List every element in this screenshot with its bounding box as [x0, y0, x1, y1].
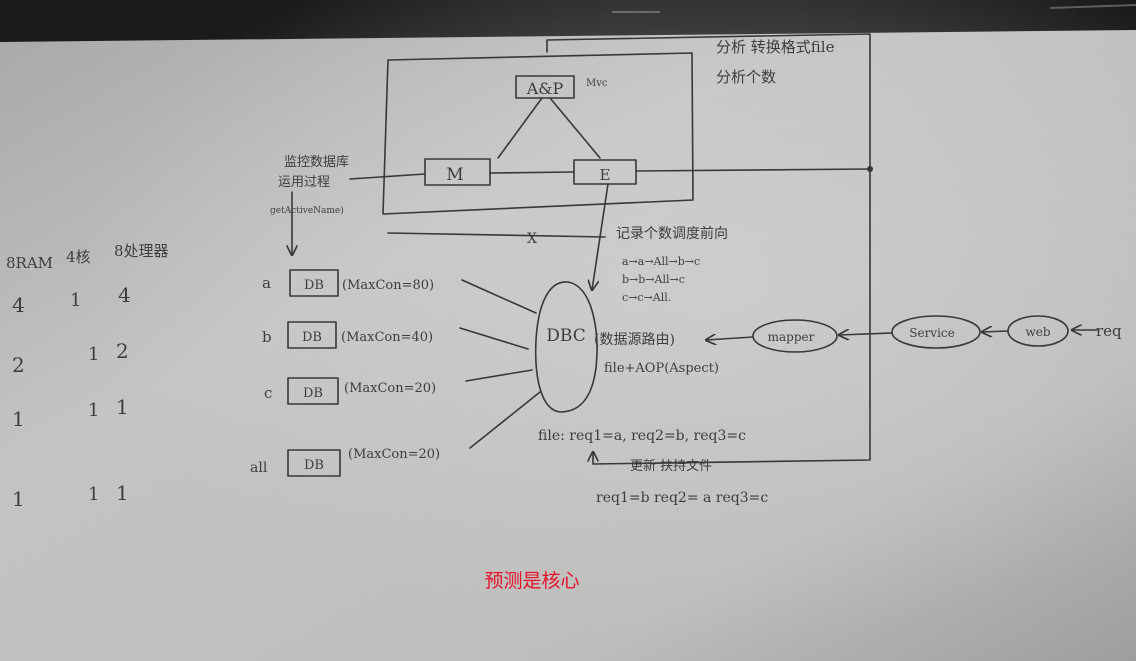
file-mapping-line: file: req1=a, req2=b, req3=c — [538, 428, 746, 444]
monitor-note-call: getActiveName) — [270, 205, 344, 216]
table-header-cores: 4核 — [66, 248, 91, 266]
table-row4-col1: 1 — [12, 487, 25, 511]
database-a-conn: (MaxCon=80) — [342, 278, 434, 293]
database-a-label: DB — [304, 278, 324, 293]
routing-note: 记录个数调度前向 — [616, 225, 728, 242]
database-b-conn: (MaxCon=40) — [341, 330, 433, 345]
table-row4-col3: 1 — [116, 481, 129, 505]
node-e-label: E — [600, 166, 611, 184]
top-right-note-line1: 分析 转换格式file — [716, 38, 835, 56]
table-row2-col2: 1 — [88, 344, 99, 365]
cross-mark: X — [527, 231, 537, 247]
dbc-label: DBC — [546, 326, 585, 346]
node-ap-label: A&P — [526, 79, 564, 98]
pipeline-node-mapper — [752, 319, 838, 353]
database-all-box — [287, 449, 341, 477]
edge-c-dbc — [465, 369, 533, 382]
dbc-ellipse — [534, 281, 598, 413]
edge-all-dbc — [469, 391, 541, 449]
edge-a-dbc — [461, 279, 537, 314]
table-row2-col1: 2 — [12, 353, 25, 377]
edge-web-service — [982, 331, 1009, 332]
table-row2-col3: 2 — [116, 339, 129, 363]
rule-line-b: b→b→All→c — [622, 273, 685, 286]
database-c-name: c — [264, 384, 272, 402]
edge-ap-m — [497, 97, 543, 159]
resource-table: 8RAM 4核 8处理器 4 1 4 2 1 2 1 1 1 1 1 1 — [6, 242, 169, 511]
database-a: a DB (MaxCon=80) — [262, 269, 434, 297]
table-header-processors: 8处理器 — [114, 242, 169, 260]
edge-monitor-m — [349, 173, 426, 180]
dbc-aop-note: file+AOP(Aspect) — [604, 361, 719, 376]
monitor-note-line1: 监控数据库 — [284, 154, 349, 170]
table-row1-col3: 4 — [118, 283, 131, 307]
request-mapping-line: req1=b req2= a req3=c — [596, 490, 768, 506]
database-b-label: DB — [302, 330, 322, 345]
paper-edge-mark-right — [1049, 4, 1136, 9]
table-row3-col1: 1 — [12, 407, 25, 431]
system-frame — [382, 52, 694, 215]
update-note: 更新 扶持文件 — [630, 458, 712, 474]
database-a-box — [289, 269, 339, 297]
table-row4-col2: 1 — [88, 484, 99, 505]
edge-ap-e — [549, 97, 601, 159]
junction-dot — [867, 166, 873, 172]
table-header-ram: 8RAM — [6, 254, 53, 272]
node-m — [424, 158, 491, 186]
pipeline-node-service — [891, 315, 981, 349]
pipeline-web-label: web — [1025, 325, 1050, 339]
dbc-note: (数据源路由) — [594, 332, 675, 348]
caption-text: 预测是核心 — [484, 570, 580, 592]
database-all: all DB (MaxCon=20) — [250, 447, 440, 477]
crossed-line — [387, 232, 606, 238]
table-row3-col2: 1 — [88, 400, 99, 421]
table-row1-col1: 4 — [12, 293, 25, 317]
database-b: b DB (MaxCon=40) — [262, 321, 433, 349]
database-c: c DB (MaxCon=20) — [264, 377, 436, 405]
rule-line-a: a→a→All→b→c — [622, 255, 700, 268]
pipeline-mapper-label: mapper — [768, 330, 815, 344]
database-b-name: b — [262, 328, 272, 346]
edge-mapper-dbc — [706, 337, 754, 340]
database-all-conn: (MaxCon=20) — [348, 447, 440, 462]
pipeline-service-label: Service — [909, 326, 955, 340]
feedback-loop-line — [546, 33, 871, 465]
rule-line-c: c→c→All. — [622, 291, 671, 304]
node-ap — [515, 75, 575, 99]
node-ap-annotation: Mvc — [586, 78, 608, 89]
edge-m-e — [489, 171, 575, 174]
database-c-label: DB — [303, 386, 323, 401]
database-all-name: all — [250, 460, 268, 476]
table-row1-col2: 1 — [70, 290, 81, 311]
node-m-label: M — [446, 165, 463, 185]
edge-b-dbc — [459, 327, 529, 350]
request-label: req — [1096, 322, 1122, 340]
monitor-note-line2: 运用过程 — [278, 175, 330, 190]
edge-e-loop — [635, 168, 871, 172]
top-right-note-line2: 分析个数 — [716, 68, 776, 86]
database-b-box — [287, 321, 337, 349]
database-all-label: DB — [304, 458, 324, 473]
database-a-name: a — [262, 274, 271, 292]
edge-service-mapper — [839, 333, 893, 335]
database-c-box — [287, 377, 339, 405]
table-row3-col3: 1 — [116, 395, 129, 419]
database-c-conn: (MaxCon=20) — [344, 381, 436, 396]
